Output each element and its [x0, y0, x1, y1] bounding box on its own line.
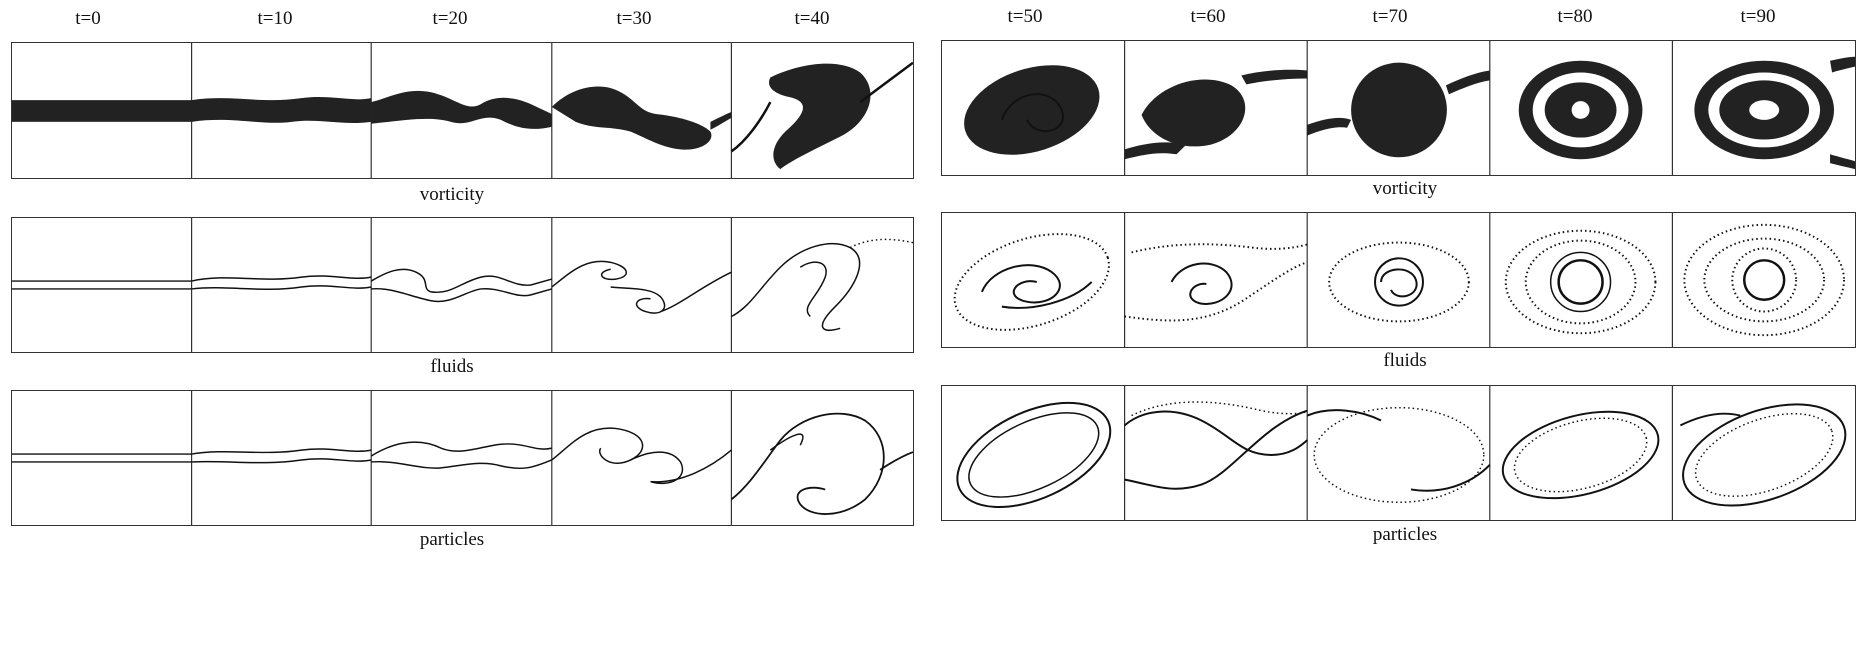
time-label-t80: t=80	[1535, 6, 1615, 28]
left-particles-strip	[11, 390, 914, 526]
right-row-label-fluids: fluids	[1305, 350, 1505, 372]
right-row-label-particles: particles	[1305, 524, 1505, 546]
left-row-label-particles: particles	[352, 529, 552, 551]
right-particles-figure	[942, 386, 1855, 520]
left-particles-figure	[12, 391, 913, 525]
right-particles-strip	[941, 385, 1856, 521]
time-label-t50: t=50	[985, 6, 1065, 28]
time-label-t20: t=20	[410, 8, 490, 30]
time-label-t60: t=60	[1168, 6, 1248, 28]
left-fluids-figure	[12, 218, 913, 352]
right-fluids-figure	[942, 213, 1855, 347]
time-label-t70: t=70	[1350, 6, 1430, 28]
left-vorticity-figure	[12, 43, 913, 178]
time-label-t40: t=40	[772, 8, 852, 30]
right-row-label-vorticity: vorticity	[1305, 178, 1505, 200]
left-fluids-strip	[11, 217, 914, 353]
time-label-t30: t=30	[594, 8, 674, 30]
time-label-t10: t=10	[235, 8, 315, 30]
left-row-label-vorticity: vorticity	[352, 184, 552, 206]
right-fluids-strip	[941, 212, 1856, 348]
right-vorticity-strip	[941, 40, 1856, 176]
time-label-t90: t=90	[1718, 6, 1798, 28]
right-vorticity-figure	[942, 41, 1855, 175]
left-vorticity-strip	[11, 42, 914, 179]
time-label-t0: t=0	[48, 8, 128, 30]
left-row-label-fluids: fluids	[352, 356, 552, 378]
